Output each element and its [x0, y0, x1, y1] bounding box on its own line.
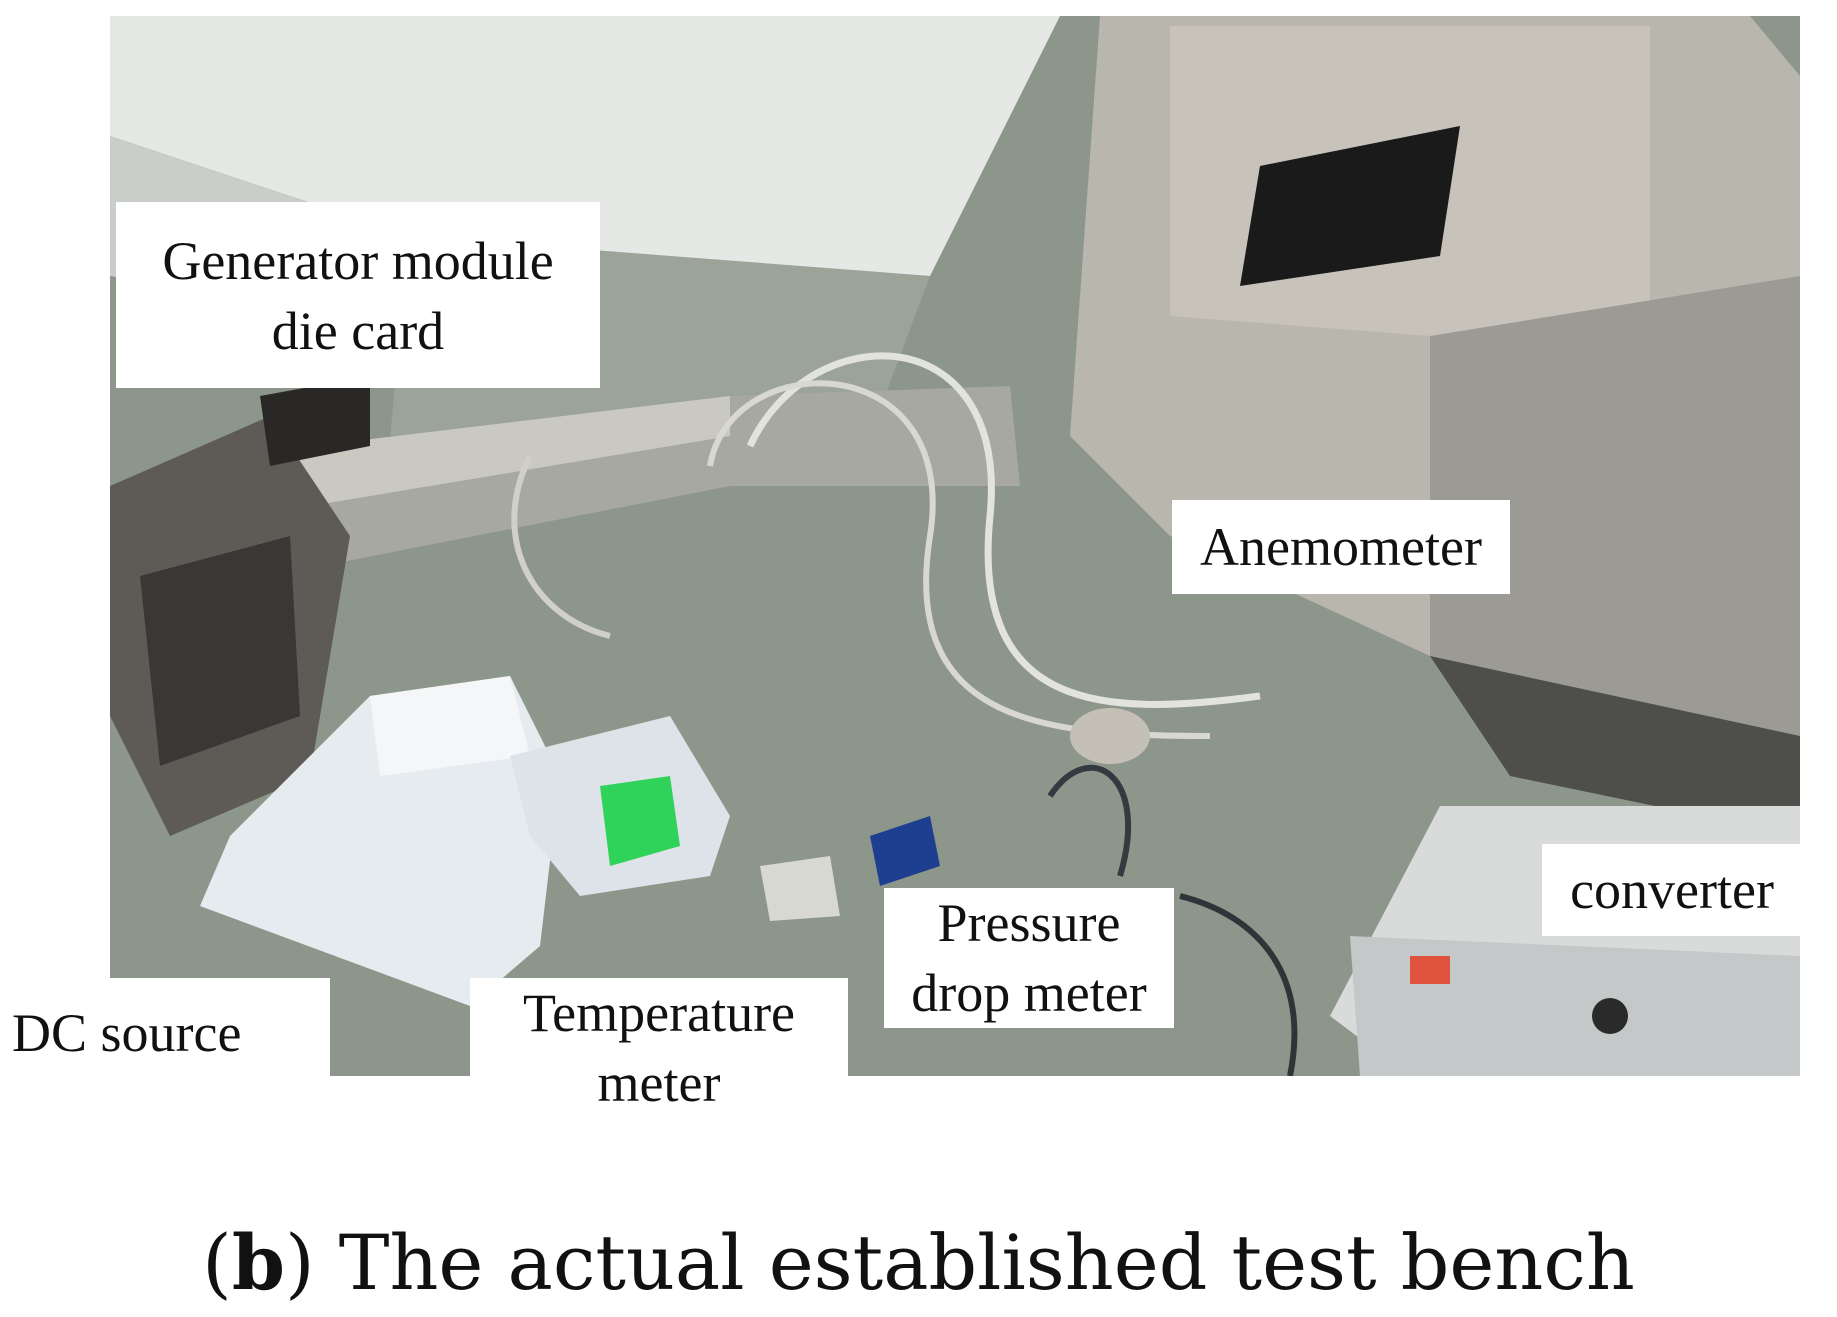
label-temperature-meter: Temperature meter: [470, 978, 848, 1118]
cable: [511, 454, 611, 639]
test-bench-photo: [110, 16, 1800, 1076]
duct-box-side: [1430, 276, 1800, 736]
label-converter: converter: [1542, 844, 1802, 936]
module-inner: [140, 536, 300, 766]
pressure-sensor: [760, 856, 840, 921]
label-anemometer: Anemometer: [1172, 500, 1510, 594]
label-dc-source: DC source: [0, 978, 330, 1088]
box-shadow: [1430, 656, 1800, 836]
module-top: [260, 376, 370, 466]
caption-text: The actual established test bench: [338, 1218, 1635, 1307]
tag: [870, 816, 940, 886]
caption-letter: b: [231, 1218, 285, 1307]
cable: [707, 380, 1211, 739]
cable: [1047, 764, 1132, 877]
cable: [746, 352, 1261, 708]
photo-illustration: [110, 16, 1800, 1076]
converter-knob: [1592, 998, 1628, 1034]
converter-sticker: [1410, 956, 1450, 984]
box-window: [1240, 126, 1460, 286]
converter-front: [1350, 936, 1800, 1076]
cable: [1179, 893, 1298, 1076]
caption-open-paren: (: [202, 1218, 232, 1307]
label-pressure-drop-meter: Pressure drop meter: [884, 888, 1174, 1028]
connector: [1070, 708, 1150, 764]
meter-screen: [600, 776, 680, 866]
pipe-highlight: [230, 396, 730, 516]
caption-close-paren: ): [284, 1218, 315, 1307]
figure-caption: (b) The actual established test bench: [0, 1218, 1837, 1308]
dc-source-top: [370, 676, 530, 776]
label-generator-module: Generator module die card: [116, 202, 600, 388]
